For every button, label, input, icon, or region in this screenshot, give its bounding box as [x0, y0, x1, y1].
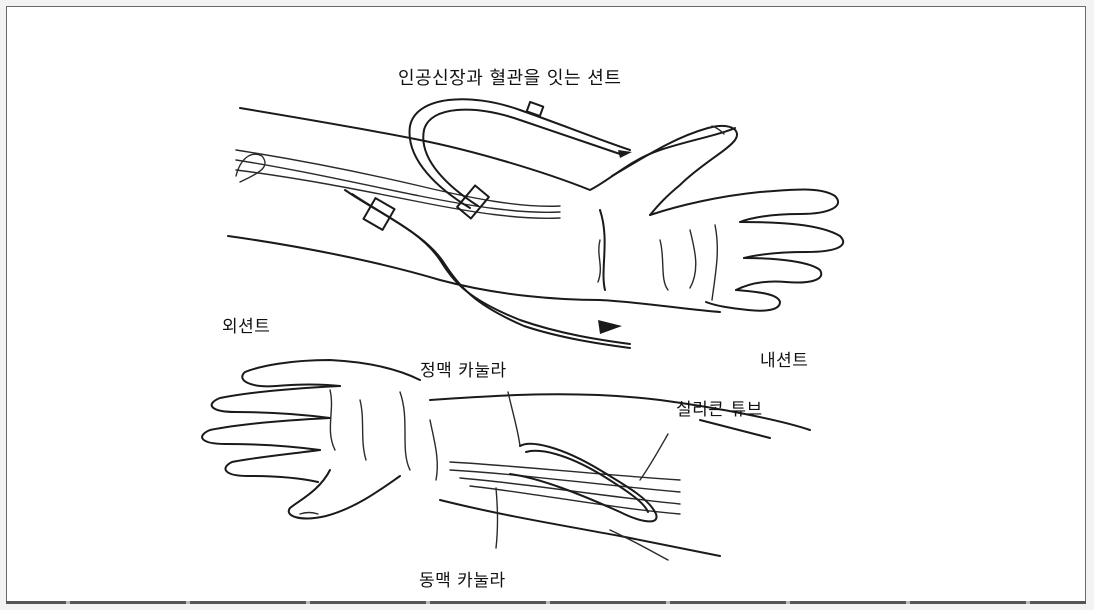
artery-cannula-label: 동맥 카눌라	[419, 566, 506, 591]
lower-arm-drawing	[202, 360, 810, 560]
outer-shunt-label: 외션트	[222, 312, 270, 337]
diagram-title: 인공신장과 혈관을 잇는 션트	[398, 64, 621, 90]
upper-arm-drawing	[228, 99, 843, 348]
inner-shunt-label: 내션트	[760, 346, 808, 371]
vein-cannula-label: 정맥 카눌라	[420, 356, 507, 381]
silicone-tube-label: 실리콘 튜브	[676, 395, 763, 420]
